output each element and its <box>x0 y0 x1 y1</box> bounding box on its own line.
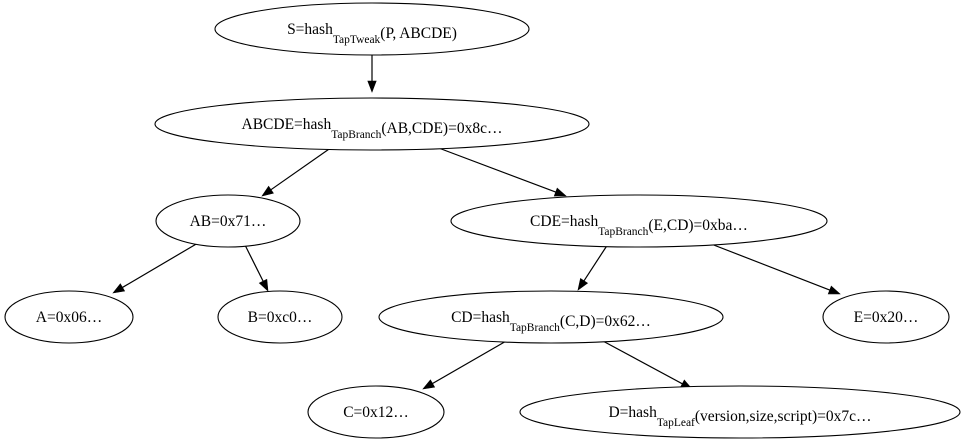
arrowhead-icon <box>367 80 377 93</box>
node-ab[interactable]: AB=0x71… <box>155 194 301 248</box>
arrowhead-icon <box>258 278 269 292</box>
node-ellipse-shape <box>450 194 828 248</box>
edge-abcde-to-cde <box>435 146 567 197</box>
node-label: AB=0x71… <box>190 213 267 230</box>
edge-shaft <box>600 339 683 385</box>
arrowhead-icon <box>261 185 274 197</box>
node-ellipse-shape <box>214 2 530 56</box>
edge-ab-to-b <box>244 244 269 292</box>
node-abcde-tapbranch[interactable]: ABCDE=hashTapBranch(AB,CDE)=0x8c… <box>154 97 590 151</box>
node-a[interactable]: A=0x06… <box>4 290 134 344</box>
arrowhead-icon <box>827 285 841 295</box>
arrowhead-icon <box>112 283 126 294</box>
edge-cde-to-e <box>705 241 841 295</box>
node-label: S=hashTapTweak(P, ABCDE) <box>287 21 457 46</box>
node-label: B=0xc0… <box>248 309 313 326</box>
edge-ab-to-a <box>112 242 199 294</box>
node-cd-tapbranch[interactable]: CD=hashTapBranch(C,D)=0x62… <box>378 290 724 344</box>
edge-shaft <box>583 243 609 282</box>
edge-shaft <box>122 242 199 288</box>
edge-shaft <box>244 244 264 282</box>
node-label: CD=hashTapBranch(C,D)=0x62… <box>451 309 651 334</box>
edge-s-to-abcde <box>367 55 377 93</box>
node-s-taptweak[interactable]: S=hashTapTweak(P, ABCDE) <box>214 2 530 56</box>
edge-shaft <box>435 146 556 193</box>
node-ellipse-shape <box>155 194 301 248</box>
node-ellipse-shape <box>217 290 343 344</box>
edges-layer <box>112 55 841 390</box>
node-ellipse-shape <box>154 97 590 151</box>
edge-shaft <box>432 339 509 385</box>
edge-abcde-to-ab <box>261 146 333 197</box>
node-ellipse-shape <box>307 385 445 439</box>
node-label: C=0x12… <box>343 404 409 421</box>
node-cde-tapbranch[interactable]: CDE=hashTapBranch(E,CD)=0xba… <box>450 194 828 248</box>
node-label: E=0x20… <box>854 309 919 326</box>
arrowhead-icon <box>553 187 567 197</box>
node-d-tapleaf[interactable]: D=hashTapLeaf(version,size,script)=0x7c… <box>519 385 961 439</box>
edge-shaft <box>705 241 830 291</box>
node-ellipse-shape <box>378 290 724 344</box>
arrowhead-icon <box>577 278 589 291</box>
edge-shaft <box>270 146 333 191</box>
node-b[interactable]: B=0xc0… <box>217 290 343 344</box>
node-label: A=0x06… <box>36 309 102 326</box>
node-label: ABCDE=hashTapBranch(AB,CDE)=0x8c… <box>242 116 503 141</box>
arrowhead-icon <box>422 379 436 390</box>
edge-cd-to-d <box>600 339 693 390</box>
node-label: CDE=hashTapBranch(E,CD)=0xba… <box>530 213 748 238</box>
nodes-layer: S=hashTapTweak(P, ABCDE) ABCDE=hashTapBra… <box>4 2 961 439</box>
edge-cde-to-cd <box>577 243 609 291</box>
node-ellipse-shape <box>822 290 950 344</box>
node-e[interactable]: E=0x20… <box>822 290 950 344</box>
node-c[interactable]: C=0x12… <box>307 385 445 439</box>
node-ellipse-shape <box>4 290 134 344</box>
edge-cd-to-c <box>422 339 509 390</box>
node-label: D=hashTapLeaf(version,size,script)=0x7c… <box>608 404 871 429</box>
node-ellipse-shape <box>519 385 961 439</box>
